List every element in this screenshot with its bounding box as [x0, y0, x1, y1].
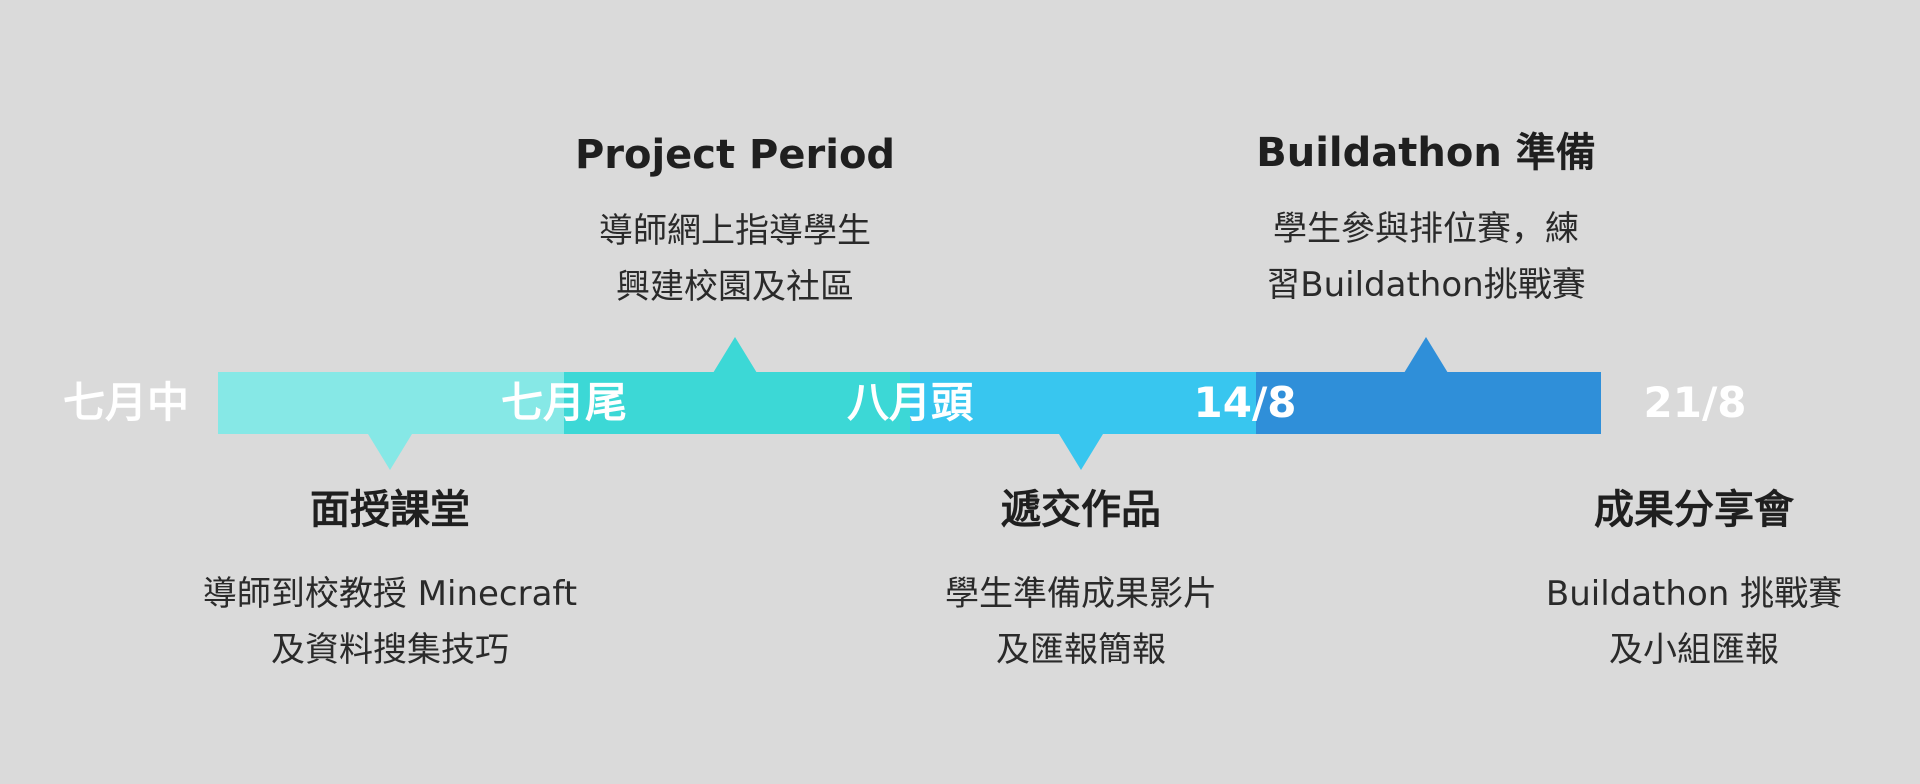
timeline-segment-1: [218, 372, 564, 434]
event-description-line: 及匯報簡報: [996, 630, 1166, 670]
event-description-line: 學生參與排位賽，練: [1273, 209, 1579, 249]
date-label-4: 14/8: [1193, 378, 1297, 427]
date-label-5: 21/8: [1643, 378, 1747, 427]
event-description: 導師到校教授 Minecraft 及資料搜集技巧: [130, 566, 650, 678]
timeline-segment-3: [910, 372, 1256, 434]
pointer-event-2: [713, 337, 757, 373]
event-description-line: 導師到校教授 Minecraft: [202, 574, 578, 614]
event-description-line: 學生準備成果影片: [945, 574, 1217, 614]
event-2: Project Period 導師網上指導學生 興建校園及社區: [475, 129, 995, 315]
event-title: Project Period: [574, 132, 896, 178]
event-description-line: 導師網上指導學生: [599, 211, 871, 251]
event-title: 遞交作品: [1001, 487, 1161, 533]
timeline-segment-2: [564, 372, 910, 434]
timeline-segment-4: [1256, 372, 1601, 434]
event-description: Buildathon 挑戰賽 及小組匯報: [1434, 566, 1920, 678]
event-description-line: 習Buildathon挑戰賽: [1266, 265, 1586, 305]
event-1: 面授課堂 導師到校教授 Minecraft 及資料搜集技巧: [130, 484, 650, 678]
event-description: 學生參與排位賽，練 習Buildathon挑戰賽: [1166, 201, 1686, 313]
event-description: 學生準備成果影片 及匯報簡報: [821, 566, 1341, 678]
event-description: 導師網上指導學生 興建校園及社區: [475, 203, 995, 315]
event-4: Buildathon 準備 學生參與排位賽，練 習Buildathon挑戰賽: [1166, 127, 1686, 313]
date-label-2: 七月尾: [500, 378, 628, 427]
pointer-event-1: [368, 434, 412, 470]
event-description-line: Buildathon 挑戰賽: [1545, 574, 1843, 614]
event-3: 遞交作品 學生準備成果影片 及匯報簡報: [821, 484, 1341, 678]
pointer-event-4: [1404, 337, 1448, 373]
event-title: Buildathon 準備: [1256, 130, 1596, 176]
pointer-event-3: [1059, 434, 1103, 470]
event-description-line: 興建校園及社區: [616, 267, 854, 307]
event-title: 成果分享會: [1594, 487, 1794, 533]
date-label-1: 七月中: [62, 378, 190, 427]
event-5: 成果分享會 Buildathon 挑戰賽 及小組匯報: [1434, 484, 1920, 678]
date-label-3: 八月頭: [846, 378, 974, 427]
event-description-line: 及資料搜集技巧: [271, 630, 509, 670]
event-title: 面授課堂: [310, 487, 470, 533]
event-description-line: 及小組匯報: [1609, 630, 1779, 670]
